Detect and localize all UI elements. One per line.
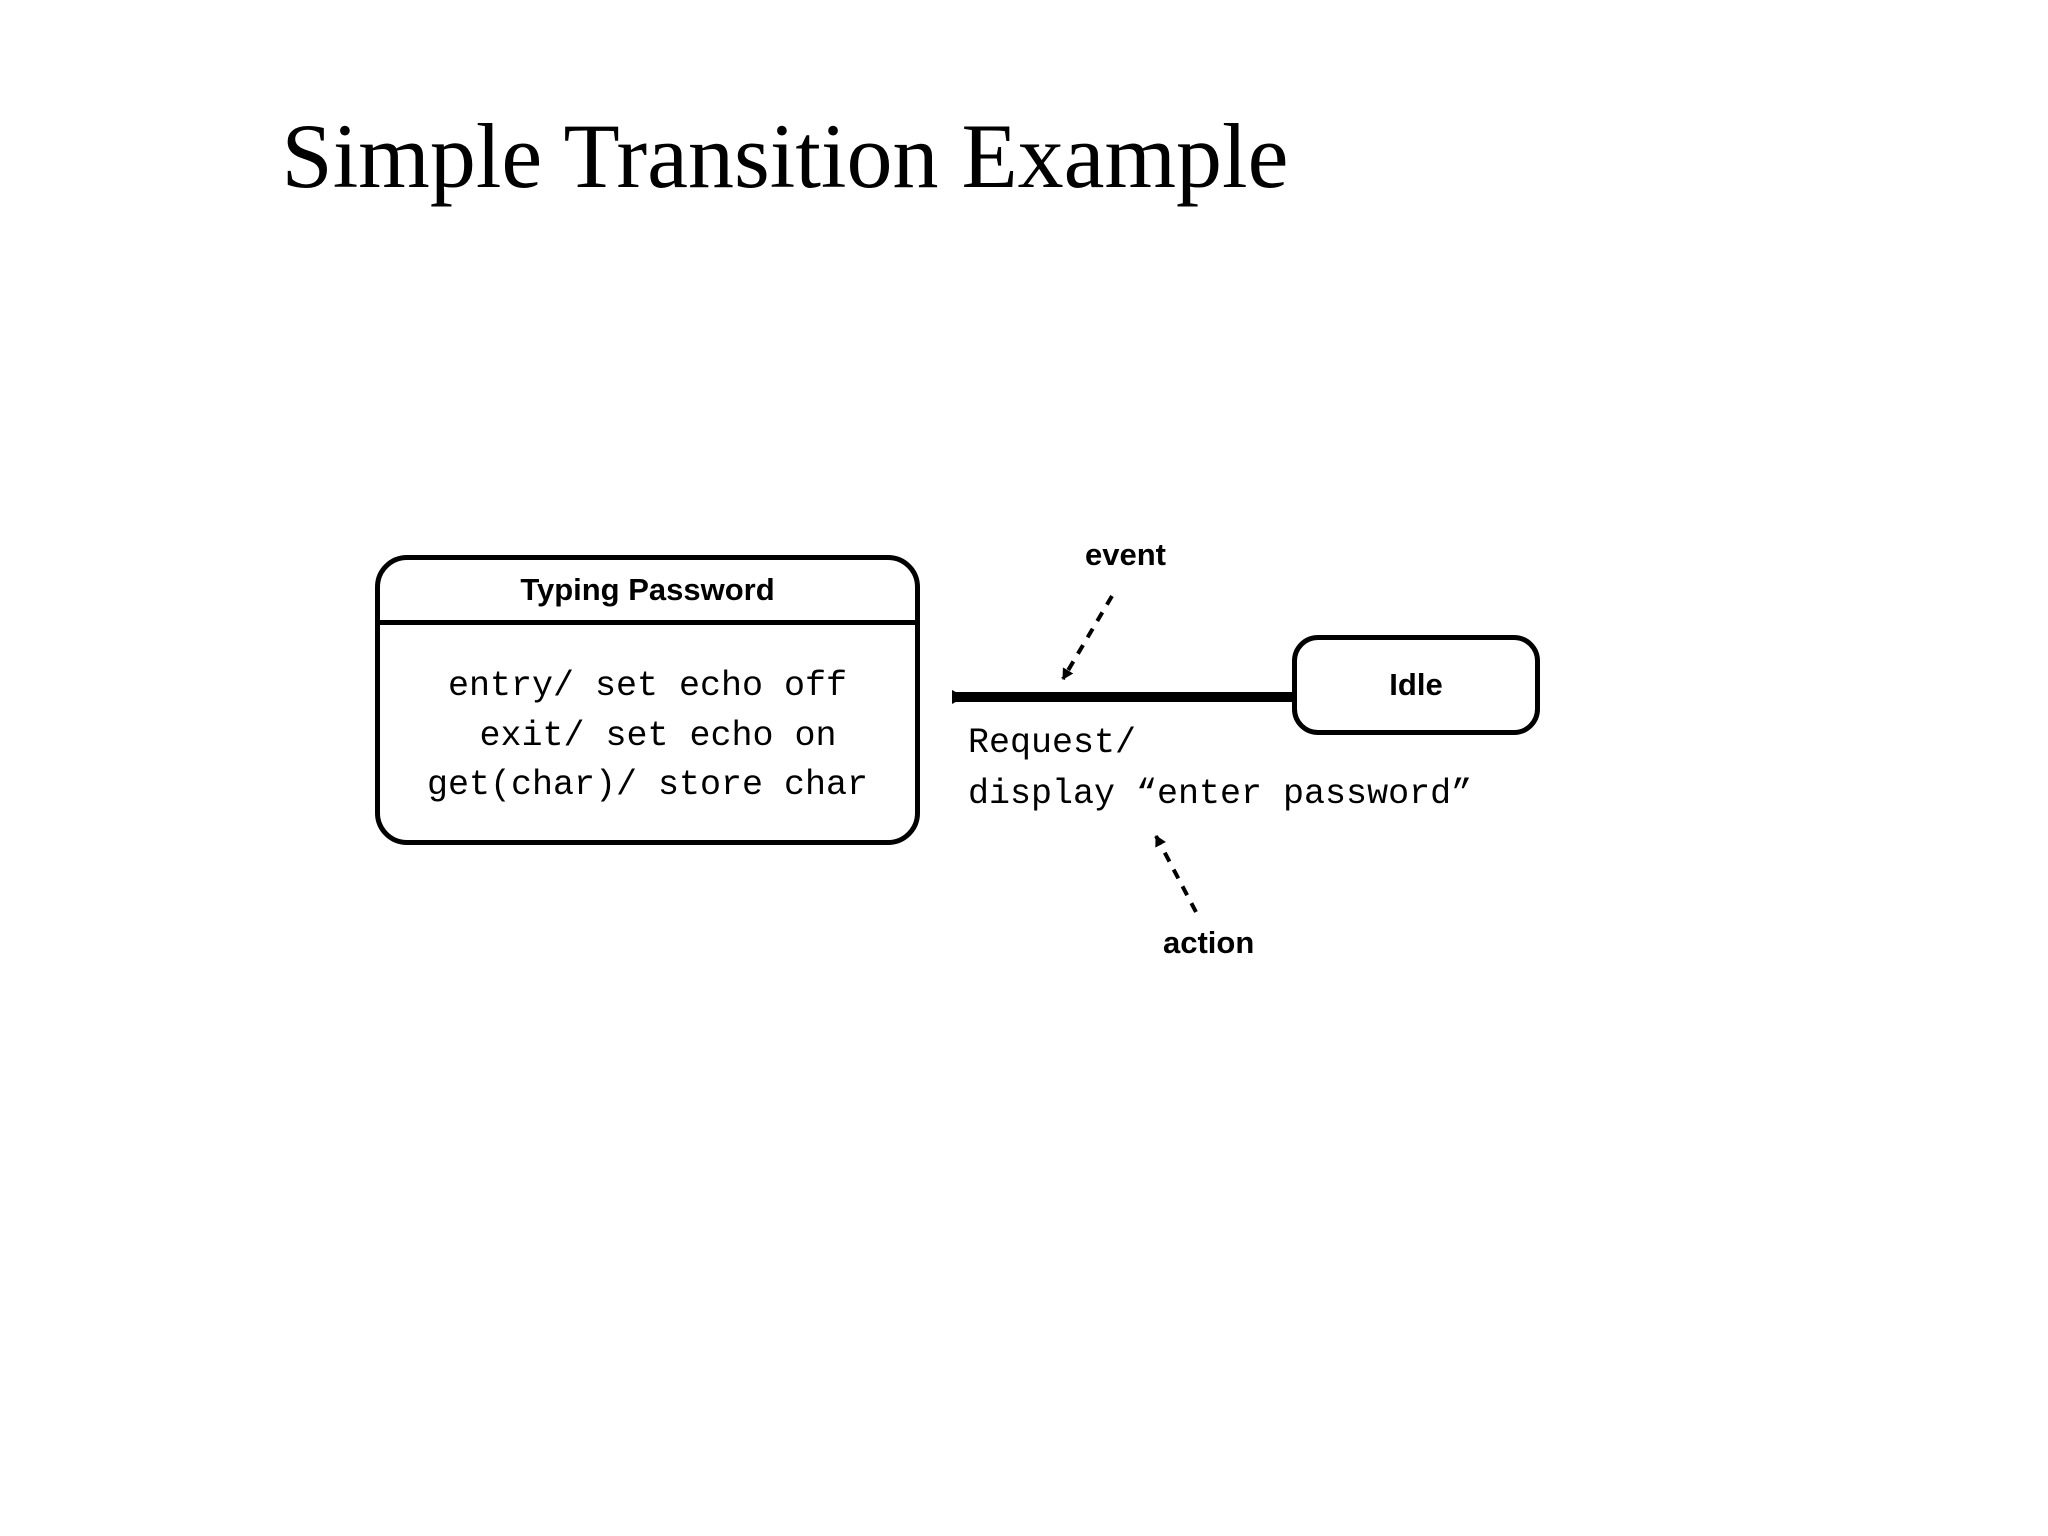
internal-transition-get-char: get(char)/ store char [426, 765, 869, 806]
internal-transition-exit: exit/ set echo on [458, 715, 837, 756]
event-leader-line [1061, 594, 1114, 681]
annotation-label-action: action [1163, 925, 1255, 960]
page-title: Simple Transition Example [281, 105, 1289, 207]
state-typing-password[interactable]: Typing Password entry/ set echo off exit… [375, 555, 920, 845]
state-name-label: Typing Password [520, 572, 775, 607]
annotation-label-event: event [1085, 537, 1166, 572]
state-body-typing-password: entry/ set echo off exit/ set echo on ge… [380, 625, 915, 840]
state-idle[interactable]: Idle [1292, 635, 1540, 735]
internal-transition-entry: entry/ set echo off [447, 665, 848, 706]
transition-label: Request/ display “enter password” [968, 718, 1608, 820]
transition-action-text: display “enter password” [968, 773, 1473, 814]
state-header-typing-password: Typing Password [380, 560, 915, 625]
transition-event-name: Request/ [968, 723, 1137, 763]
state-name-label: Idle [1389, 667, 1443, 702]
action-leader-line [1154, 835, 1198, 913]
